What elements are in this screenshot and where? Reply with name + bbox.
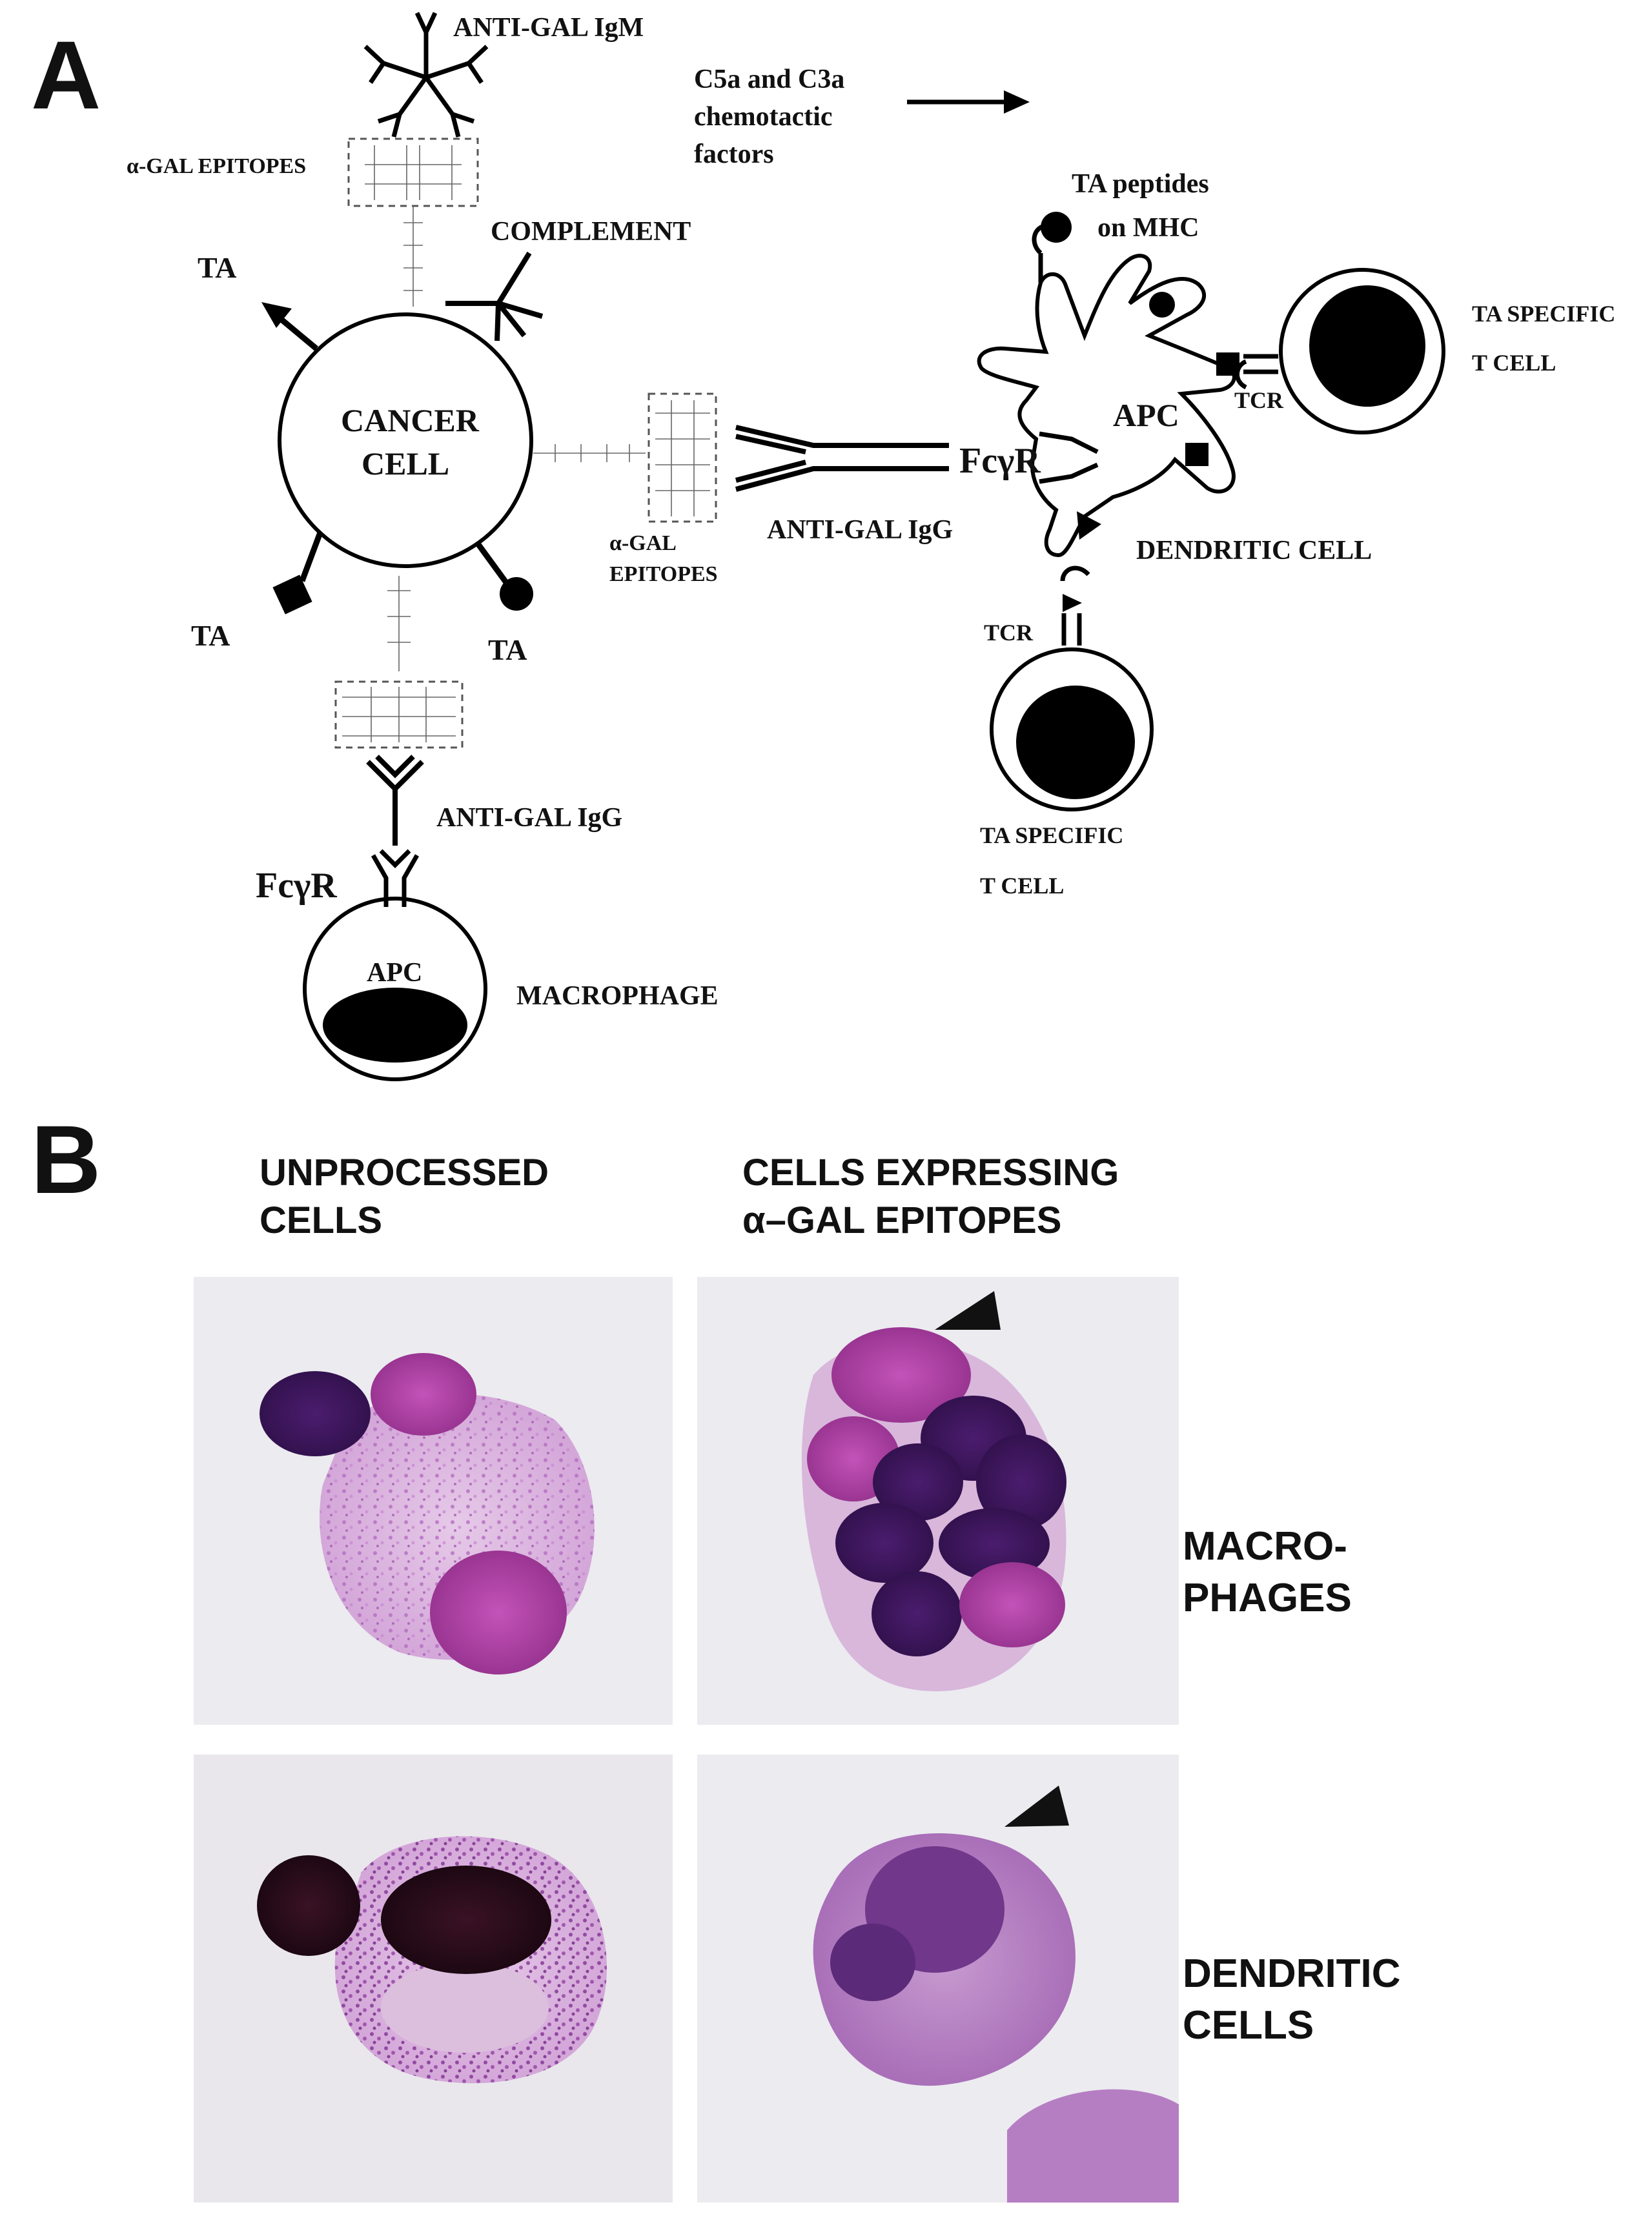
column-header-right-2: α–GAL EPITOPES [742, 1199, 1061, 1241]
column-header-right-1: CELLS EXPRESSING [742, 1152, 1119, 1194]
anti-gal-igg-bottom-label: ANTI-GAL IgG [436, 803, 622, 833]
chemotaxis-arrow [907, 90, 1030, 114]
mhc-peptide-icon [1032, 212, 1072, 283]
macrophage-nucleus [323, 988, 467, 1063]
ta-specific-bottom-label-1: TA SPECIFIC [980, 822, 1123, 848]
micrograph-unprocessed-macrophage [194, 1277, 673, 1725]
tcr-bottom-icon [1060, 565, 1090, 646]
glycan-chain-bottom [387, 576, 411, 671]
ta-peptides-label-2: on MHC [1097, 213, 1199, 243]
alpha-gal-epitopes-mid-label-1: α-GAL [609, 531, 677, 555]
alpha-gal-epitope-box-bottom [334, 680, 464, 749]
t-cell-bottom [990, 647, 1154, 811]
anti-gal-igg-mid-label: ANTI-GAL IgG [767, 515, 953, 545]
alpha-gal-epitopes-mid-label-2: EPITOPES [609, 562, 718, 586]
arrowhead-dendritic-icon [1004, 1786, 1069, 1827]
alpha-gal-epitope-box-top [347, 137, 479, 207]
row-label-dendritic-1: DENDRITIC [1183, 1951, 1401, 1996]
fcgr-bottom-label: FcγR [256, 866, 337, 906]
t-cell-right [1279, 268, 1445, 434]
glycan-chain-mid [533, 444, 646, 462]
fcgr-receptor-dc-icon [1039, 431, 1099, 484]
glycan-chain-top [365, 145, 462, 307]
apc-dc-label: APC [1113, 397, 1179, 433]
cancer-cell-label-2: CELL [362, 445, 449, 482]
macrophage-label: MACROPHAGE [516, 981, 719, 1011]
anti-gal-igg-mid-icon [735, 425, 949, 492]
dc-internal-peptide-circle [1149, 292, 1175, 318]
column-header-left-1: UNPROCESSED [260, 1152, 549, 1194]
dendritic-cell [977, 254, 1236, 558]
glycan-box-bottom-detail [342, 687, 456, 742]
dendritic-cell-label: DENDRITIC CELL [1136, 536, 1372, 565]
tcr-right-icon [1216, 352, 1278, 390]
micrograph-alpha-gal-dendritic [697, 1755, 1179, 2203]
ta-specific-right-label-2: T CELL [1472, 350, 1556, 376]
glycan-box-mid-detail [655, 400, 710, 516]
cancer-cell-label-1: CANCER [341, 402, 480, 438]
ta-arrow-icon [261, 302, 318, 351]
fcgr-dc-label: FcγR [959, 441, 1041, 481]
t-cell-bottom-nucleus [1016, 686, 1135, 799]
ta-label-top-left: TA [198, 251, 237, 284]
chemotactic-label-2: chemotactic [694, 102, 833, 132]
t-cell-right-nucleus [1309, 285, 1425, 407]
panel-a: A ANTI-GAL IgM C5a and C3a chemotactic f… [31, 12, 1615, 1081]
ta-circle-icon [475, 542, 533, 611]
anti-gal-igm-icon [363, 12, 489, 137]
anti-gal-igm-label: ANTI-GAL IgM [453, 13, 644, 43]
ta-specific-bottom-label-2: T CELL [980, 873, 1064, 899]
dc-internal-peptide-square [1185, 443, 1208, 466]
anti-gal-igg-bottom-icon [366, 755, 424, 846]
complement-icon [445, 251, 544, 341]
micrograph-alpha-gal-macrophage [697, 1277, 1179, 1725]
ta-label-bottom-left: TA [191, 619, 230, 652]
dc-internal-peptide-triangle [1077, 511, 1101, 540]
row-label-dendritic-2: CELLS [1183, 2003, 1314, 2048]
ta-square-icon [272, 531, 323, 615]
cancer-cell [278, 312, 533, 568]
panel-b: B UNPROCESSED CELLS CELLS EXPRESSING α–G… [31, 1105, 1401, 2203]
alpha-gal-epitopes-top-label: α-GAL EPITOPES [127, 154, 306, 178]
chemotactic-label-3: factors [694, 139, 774, 169]
row-label-macrophages-1: MACRO- [1183, 1524, 1347, 1569]
micrograph-unprocessed-dendritic [194, 1755, 673, 2203]
panel-a-letter: A [31, 21, 101, 129]
panel-b-letter: B [31, 1105, 101, 1214]
chemotactic-label-1: C5a and C3a [694, 65, 844, 94]
arrowhead-macrophage-icon [935, 1291, 1001, 1330]
tcr-bottom-label: TCR [984, 620, 1034, 646]
tcr-right-label: TCR [1234, 387, 1284, 413]
ta-peptides-label-1: TA peptides [1072, 169, 1209, 199]
column-header-left-2: CELLS [260, 1199, 382, 1241]
macrophage-cell [303, 897, 487, 1081]
ta-label-bottom-right: TA [488, 633, 527, 666]
apc-macrophage-label: APC [367, 958, 422, 988]
ta-specific-right-label-1: TA SPECIFIC [1472, 301, 1615, 327]
row-label-macrophages-2: PHAGES [1183, 1576, 1352, 1620]
complement-label: COMPLEMENT [491, 217, 691, 247]
alpha-gal-epitope-box-mid [648, 392, 717, 523]
